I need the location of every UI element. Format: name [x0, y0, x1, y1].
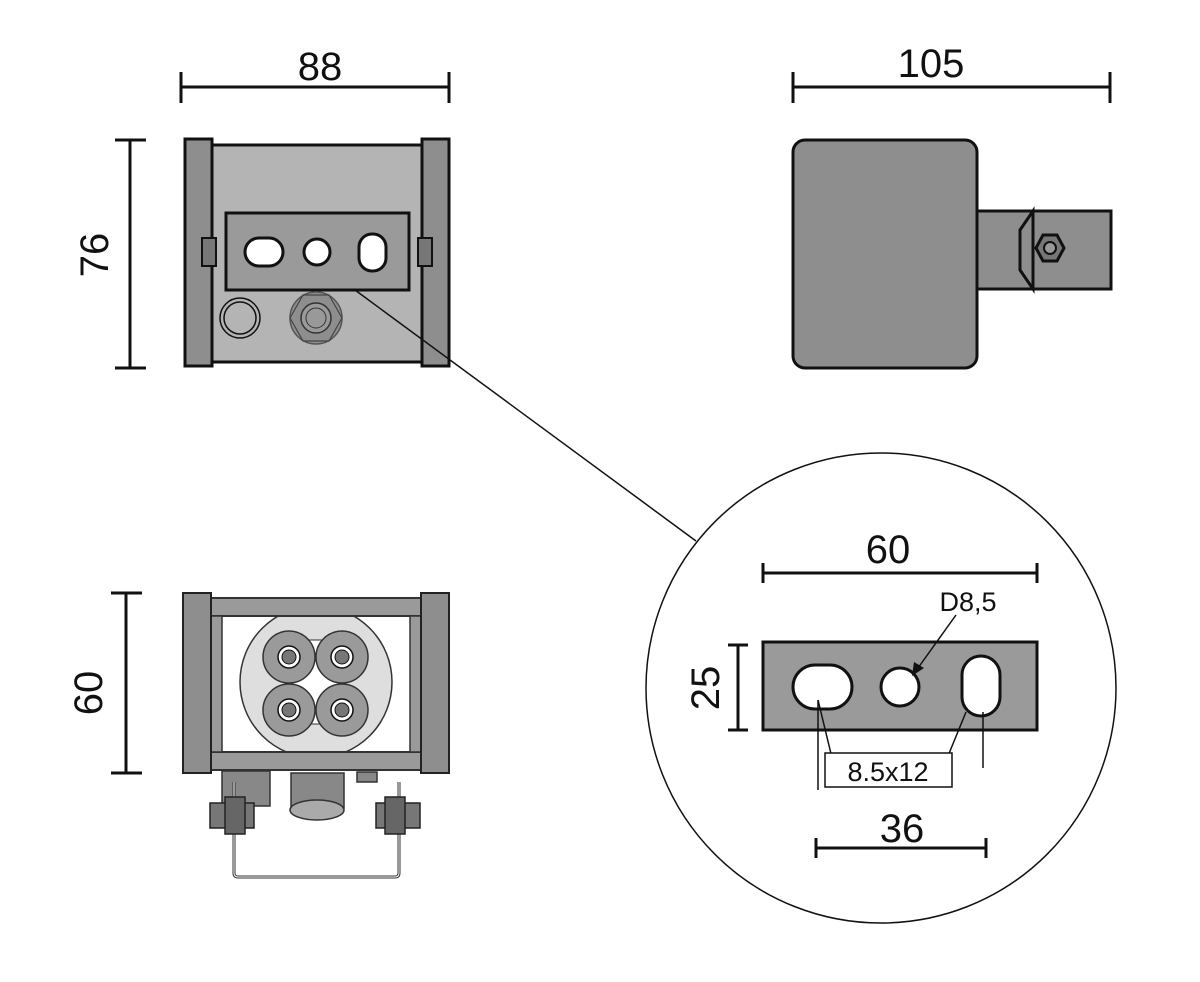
plate-width-label: 60: [866, 528, 911, 572]
led-lens: [315, 630, 369, 684]
hole-round: [302, 237, 332, 267]
dimension-height-76: 76: [73, 138, 146, 370]
detail-view: 60 D8,5 25 8.5x12 36: [645, 452, 1117, 924]
led-lens: [262, 683, 316, 737]
side-bar-right: [420, 592, 450, 774]
dimension-width-105: 105: [791, 42, 1112, 103]
bracket-clamp: [1018, 206, 1035, 294]
bottom-view: 60: [67, 591, 450, 879]
hex-nut-icon: [1034, 233, 1066, 263]
rail-top: [210, 597, 422, 617]
dimension-height-60: 60: [67, 591, 142, 775]
plate-height-label: 25: [684, 666, 728, 711]
slot-size-label: 8.5x12: [847, 757, 928, 787]
dimension-plate-height-25: 25: [684, 643, 748, 732]
hole-round: [879, 666, 921, 708]
slot-spacing-label: 36: [880, 807, 925, 851]
slot-leader: [947, 711, 967, 757]
bracket-knob-right: [417, 237, 433, 267]
bracket-bolt-left: [209, 796, 255, 835]
side-bar-left: [182, 592, 212, 774]
bracket-knob-left: [201, 237, 217, 267]
cable-gland: [289, 291, 343, 345]
mounting-bracket-highlight: [233, 782, 400, 878]
led-lens: [315, 683, 369, 737]
bracket-bolt-right: [375, 796, 421, 835]
hole-diameter-label: D8,5: [939, 587, 996, 617]
blind-plug: [219, 297, 261, 339]
width-label: 105: [898, 42, 965, 86]
slot-horizontal: [791, 663, 854, 711]
rail-left: [210, 615, 223, 753]
height-label: 76: [73, 233, 117, 278]
width-label: 88: [298, 45, 343, 89]
side-view: 105: [791, 42, 1113, 370]
dimension-width-88: 88: [179, 45, 451, 103]
detail-leader-line: [354, 289, 697, 542]
rail-right: [409, 615, 422, 753]
slot-leader: [817, 699, 834, 763]
led-lens: [262, 630, 316, 684]
height-label: 60: [67, 671, 111, 716]
arrow-icon: [912, 614, 957, 676]
dimension-plate-width-60: 60: [761, 528, 1039, 583]
rail-bottom: [210, 751, 422, 771]
slot-vertical: [960, 654, 1002, 718]
front-view: 88 76: [73, 45, 697, 542]
housing-side: [791, 138, 979, 370]
slot-size-box: [824, 752, 953, 788]
led-lenses: [262, 630, 369, 737]
dimension-slot-spacing-36: 36: [814, 807, 988, 858]
slot-vertical: [357, 232, 388, 273]
slot-horizontal: [243, 236, 285, 268]
